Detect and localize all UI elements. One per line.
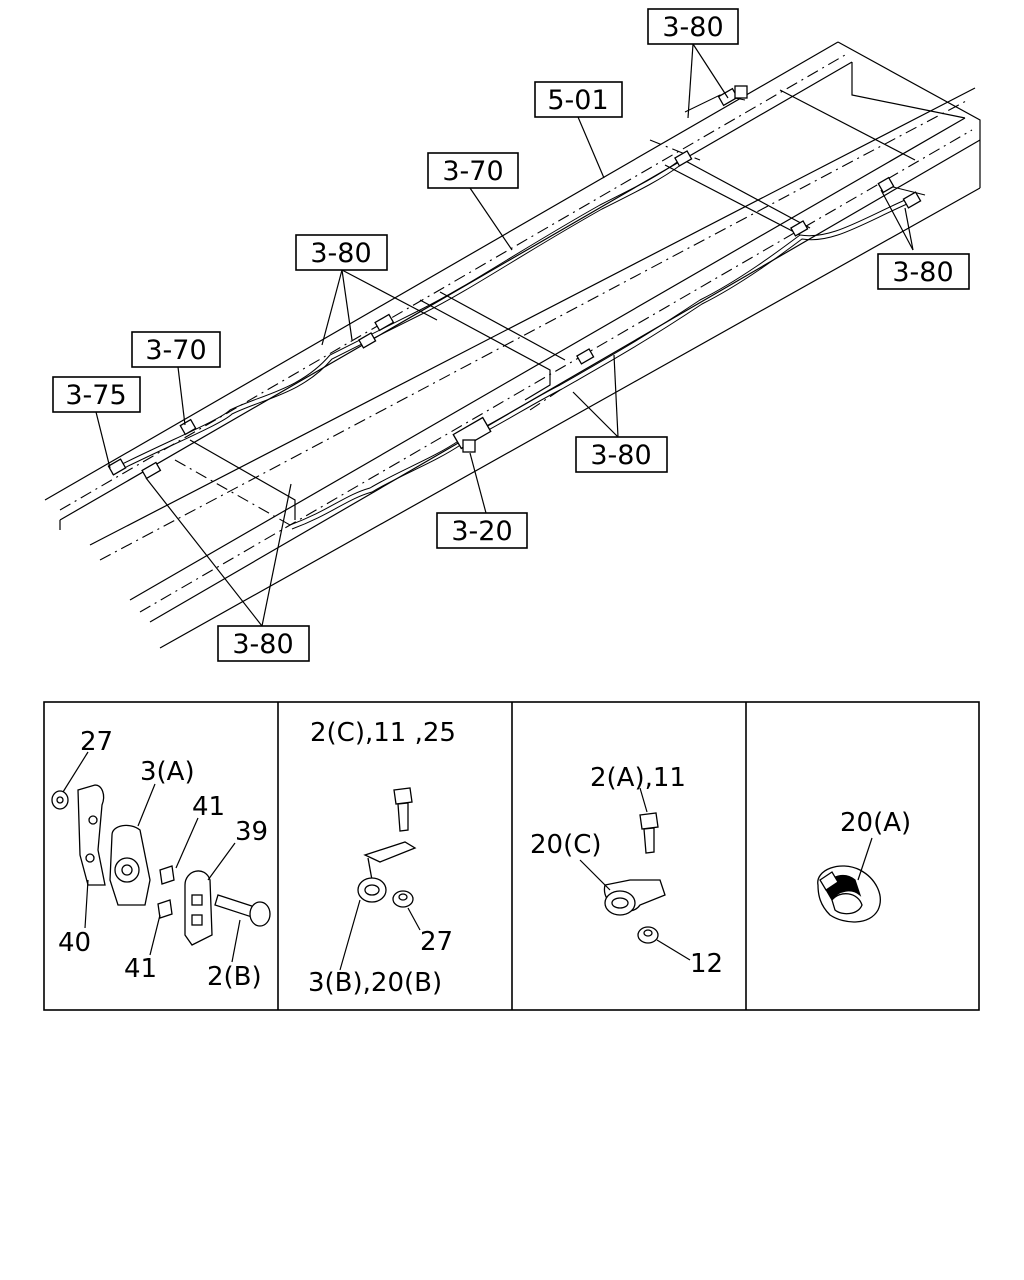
callout-3-80-mid-left[interactable]: 3-80 (295, 234, 388, 271)
svg-text:3-80: 3-80 (310, 238, 371, 269)
svg-text:3-70: 3-70 (145, 335, 206, 366)
label-41-lower: 41 (124, 954, 157, 984)
callout-3-70-upper[interactable]: 3-70 (427, 152, 519, 189)
pipe-fittings (107, 85, 922, 480)
label-27: 27 (80, 727, 113, 757)
callout-3-80-top[interactable]: 3-80 (647, 8, 739, 45)
detail-panel-4: 20(A) (817, 808, 911, 923)
part-clamp-20c (603, 879, 666, 916)
label-20a: 20(A) (840, 808, 911, 838)
callout-3-80-center[interactable]: 3-80 (575, 436, 668, 473)
part-nut-12 (637, 926, 659, 944)
callout-3-80-right[interactable]: 3-80 (877, 253, 970, 290)
svg-text:3-75: 3-75 (65, 380, 126, 411)
detail-panel-2: 2(C),11 ,25 27 3(B),20(B) (308, 718, 456, 998)
part-plate-39 (184, 870, 213, 946)
svg-text:3-20: 3-20 (451, 516, 512, 547)
detail-panel-1: 27 3(A) 41 39 40 41 2(B) (51, 727, 271, 992)
part-clamp-3a (109, 824, 151, 906)
callout-5-01[interactable]: 5-01 (534, 81, 623, 118)
part-nut-27 (392, 890, 414, 908)
label-3a: 3(A) (140, 757, 195, 787)
part-bolt-2b (214, 894, 271, 927)
part-bolt-2c (393, 787, 413, 832)
label-27: 27 (420, 927, 453, 957)
label-40: 40 (58, 928, 91, 958)
svg-text:3-80: 3-80 (662, 12, 723, 43)
callout-3-75[interactable]: 3-75 (52, 376, 141, 413)
part-clip-41-lower (157, 899, 173, 919)
label-3b-20b: 3(B),20(B) (308, 968, 442, 998)
label-41-upper: 41 (192, 792, 225, 822)
svg-text:3-80: 3-80 (232, 629, 293, 660)
callout-3-20[interactable]: 3-20 (436, 512, 528, 549)
svg-text:3-80: 3-80 (892, 257, 953, 288)
chassis-frame (44, 41, 981, 649)
label-20c: 20(C) (530, 830, 602, 860)
callout-3-70-lower[interactable]: 3-70 (131, 331, 221, 368)
label-2b: 2(B) (207, 962, 262, 992)
label-2a-11: 2(A),11 (590, 763, 686, 793)
svg-text:3-70: 3-70 (442, 156, 503, 187)
part-grommet-20a (817, 865, 881, 923)
label-12: 12 (690, 949, 723, 979)
part-nut-27 (51, 790, 69, 810)
detail-panel-3: 2(A),11 20(C) 12 (530, 763, 723, 979)
part-bolt-2a (639, 812, 659, 854)
part-bracket-3b-20b (357, 841, 417, 903)
callout-3-80-bottom[interactable]: 3-80 (217, 625, 310, 662)
detail-panels (43, 701, 980, 1011)
svg-text:5-01: 5-01 (547, 85, 608, 116)
part-clip-41-upper (159, 865, 175, 885)
part-bracket-40 (77, 784, 106, 886)
leader-lines (95, 43, 914, 627)
label-2c-11-25: 2(C),11 ,25 (310, 718, 456, 748)
svg-text:3-80: 3-80 (590, 440, 651, 471)
label-39: 39 (235, 817, 268, 847)
